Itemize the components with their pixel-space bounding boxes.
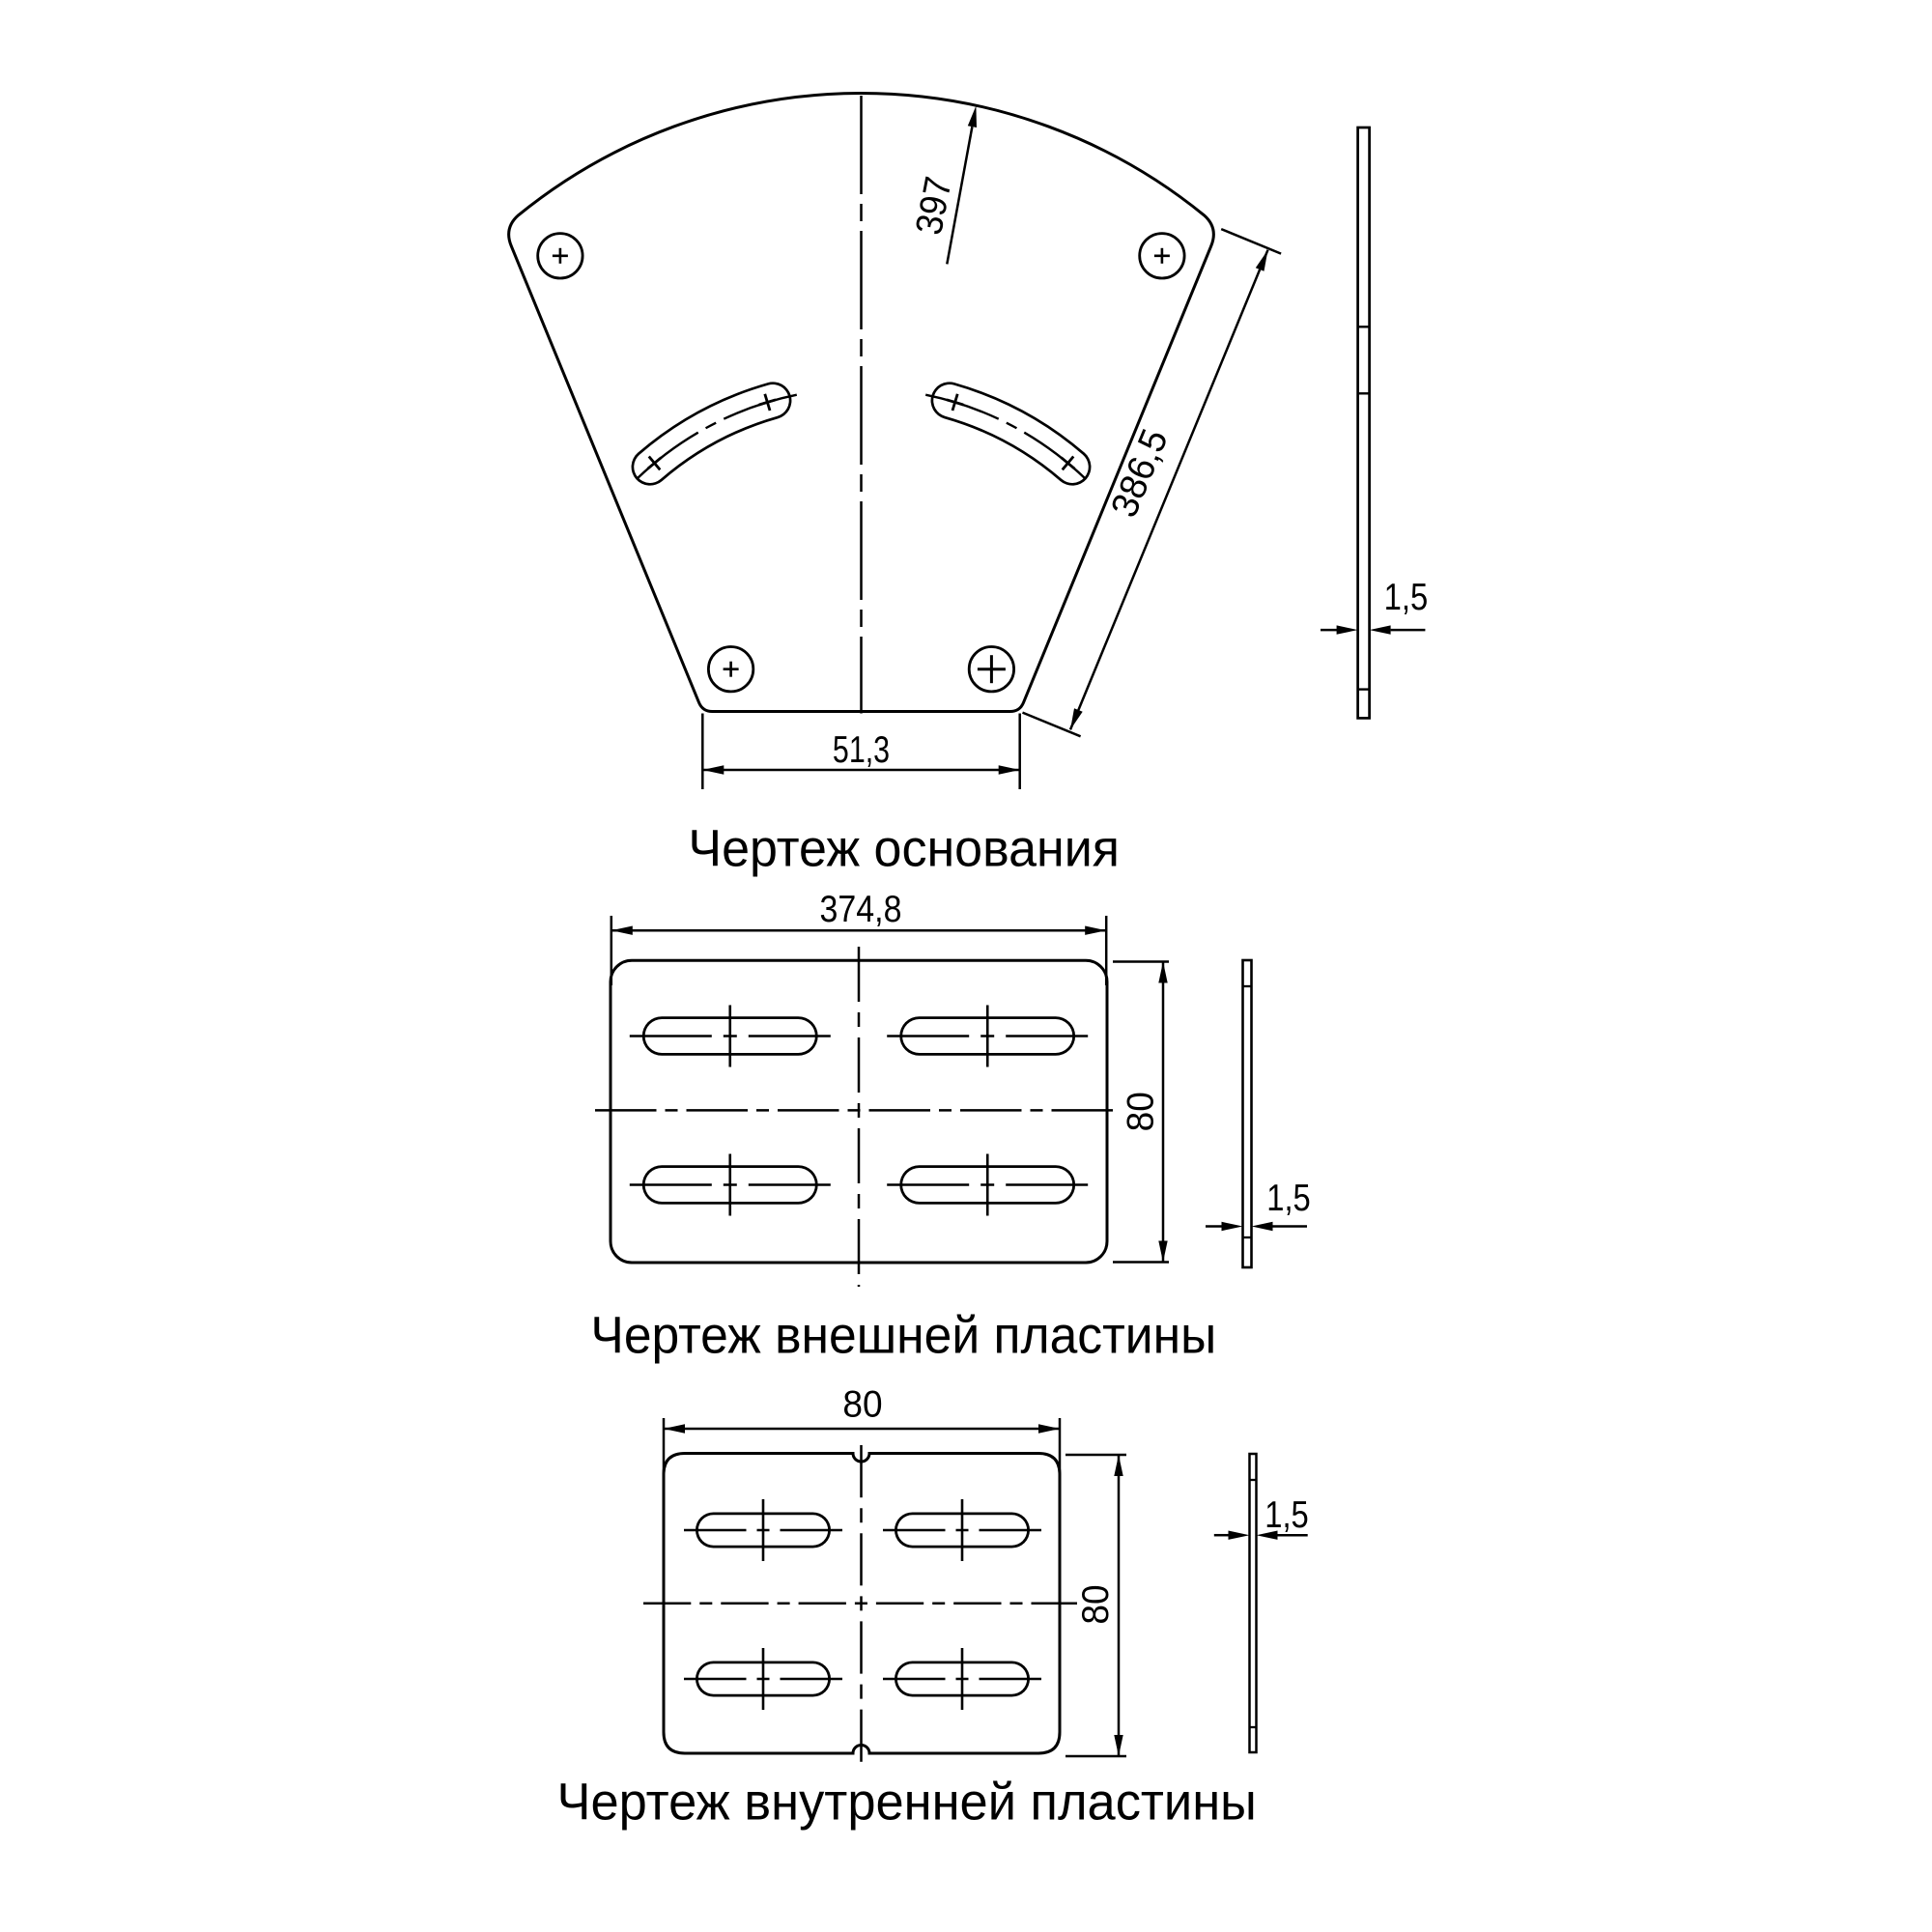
svg-text:80: 80	[1075, 1584, 1117, 1624]
svg-text:80: 80	[1121, 1092, 1162, 1131]
svg-text:Чертеж основания: Чертеж основания	[688, 820, 1120, 878]
svg-text:1,5: 1,5	[1384, 575, 1429, 617]
svg-text:374,8: 374,8	[820, 888, 902, 930]
svg-text:80: 80	[842, 1384, 882, 1426]
svg-text:51,3: 51,3	[833, 728, 890, 770]
svg-text:Чертеж внутренней пластины: Чертеж внутренней пластины	[557, 1774, 1257, 1832]
svg-text:1,5: 1,5	[1264, 1492, 1309, 1535]
svg-text:Чертеж внешней пластины: Чертеж внешней пластины	[590, 1306, 1216, 1364]
svg-text:1,5: 1,5	[1266, 1176, 1311, 1218]
